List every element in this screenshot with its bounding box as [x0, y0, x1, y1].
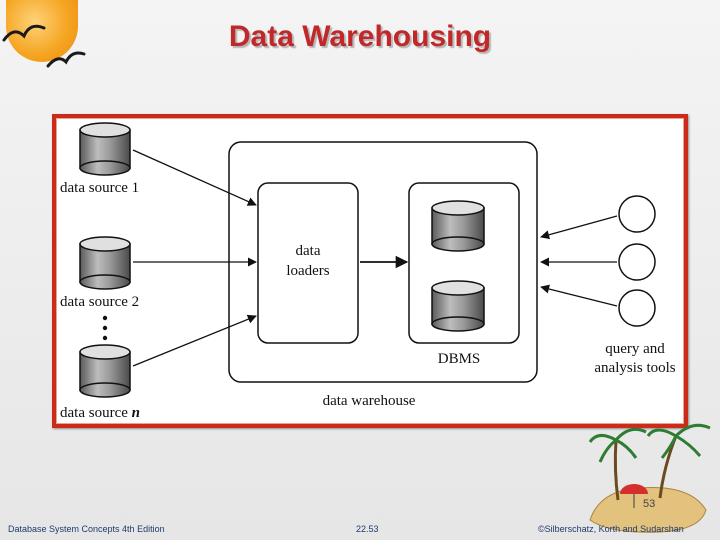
- source-2-label: data source 2: [60, 294, 140, 310]
- query-tool-1-icon: [618, 195, 656, 233]
- loaders-label-line2: loaders: [286, 263, 330, 279]
- arrow-tool-3: [540, 284, 618, 307]
- warehouse-label: data warehouse: [322, 393, 416, 409]
- arrow-tool-1: [540, 215, 618, 240]
- arrow-source-1: [132, 149, 257, 206]
- source-2-database-icon: [79, 236, 131, 290]
- slide-title: Data Warehousing: [228, 20, 492, 53]
- source-n-label: data source n: [60, 405, 140, 422]
- footer-book-title: Database System Concepts 4th Edition: [8, 524, 165, 534]
- query-tool-3-icon: [618, 289, 656, 327]
- source-1-database-icon: [79, 122, 131, 176]
- source-n-database-icon: [79, 344, 131, 398]
- source-n-label-prefix: data source: [60, 405, 132, 421]
- dbms-database-icon-bottom: [431, 280, 485, 332]
- footer-copyright: ©Silberschatz, Korth and Sudarshan: [538, 524, 684, 534]
- dbms-label: DBMS: [437, 351, 481, 367]
- query-tool-2-icon: [618, 243, 656, 281]
- loaders-label-line1: data: [295, 243, 321, 259]
- tools-label-line1: query and: [605, 341, 665, 357]
- more-sources-ellipsis-icon: [102, 315, 108, 341]
- source-n-variable: n: [131, 405, 140, 421]
- arrow-source-n: [132, 314, 257, 367]
- tools-label-line2: analysis tools: [594, 360, 676, 376]
- footer-slide-number: 22.53: [356, 524, 379, 534]
- dbms-database-icon-top: [431, 200, 485, 252]
- source-1-label: data source 1: [60, 180, 140, 196]
- page-number: 53: [643, 498, 656, 510]
- data-loaders-box: [257, 182, 359, 344]
